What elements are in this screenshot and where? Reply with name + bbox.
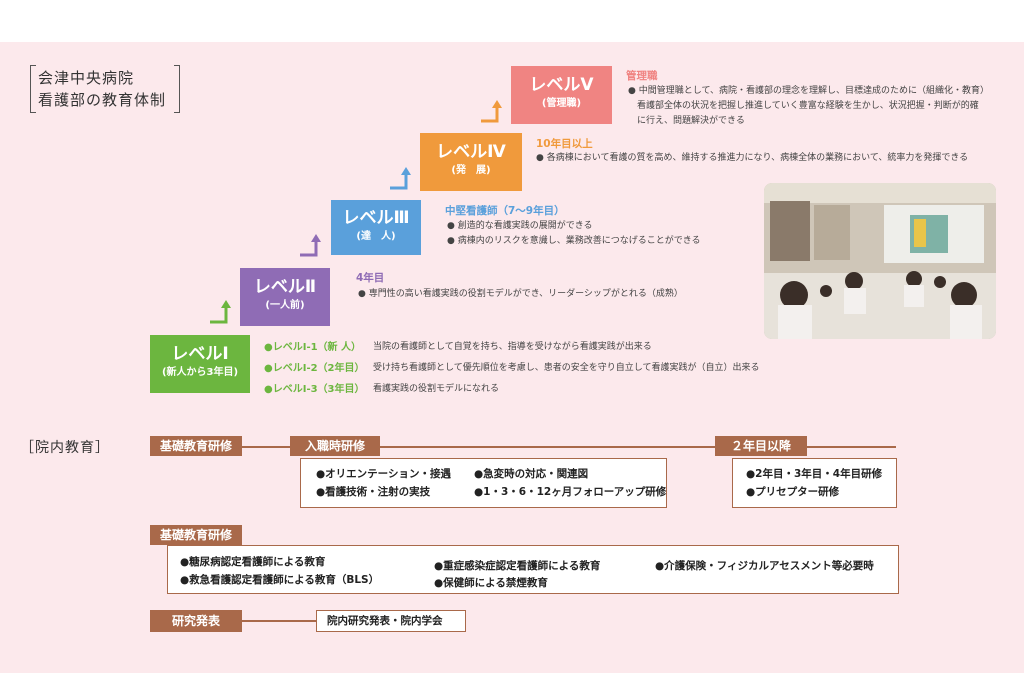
level-5-desc-line-3: に行え、問題解決ができる [637,116,745,126]
timeline-line-right [806,446,896,448]
level-4-description: ● 各病棟において看護の質を高め、維持する推進力になり、病棟全体の業務において、… [536,153,969,163]
research-box [316,610,466,632]
research-tag: 研究発表 [150,610,242,632]
basic-training-box [167,545,899,594]
level-2-sub: (一人前) [265,300,305,311]
inhouse-section-label: ［院内教育］ [20,440,110,456]
entry-item-3: ●急変時の対応・関連図 [474,468,589,480]
level-3-desc-line-2: ● 病棟内のリスクを意識し、業務改善につなげることができる [447,236,701,246]
entry-item-2: ●看護技術・注射の実技 [316,486,431,498]
title-bracket [30,65,180,113]
training-photo [764,183,996,339]
level-1-2-desc: 受け持ち看護師として優先順位を考慮し、患者の安全を守り自立して看護実践が（自立）… [373,363,760,373]
level-2-name: レベルⅡ [253,277,317,297]
level-1-3-desc: 看護実践の役割モデルになれる [373,384,500,394]
basic-item-2: ●救急看護認定看護師による教育（BLS） [180,574,380,586]
step-arrow-3 [390,167,411,190]
level-2-box: レベルⅡ (一人前) [240,268,330,326]
research-item: 院内研究発表・院内学会 [327,615,443,627]
basic-item-1: ●糖尿病認定看護師による教育 [180,556,326,568]
level-5-desc-line-1: ● 中間管理職として、病院・看護部の理念を理解し、目標達成のために（組織化・教育… [628,86,989,96]
step-arrow-2 [300,234,321,257]
level-3-sub: (達 人) [356,231,396,242]
entry-item-4: ●1・3・6・12ヶ月フォローアップ研修 [474,486,667,498]
level-3-description: ● 創造的な看護実践の展開ができる ● 病棟内のリスクを意識し、業務改善につなげ… [447,219,757,249]
level-1-name: レベルⅠ [171,344,229,364]
level-4-sub: (発 展) [451,165,491,176]
level-2-description: ● 専門性の高い看護実践の役割モデルができ、リーダーシップがとれる（成熟） [358,289,683,299]
basic-item-5: ●介護保険・フィジカルアセスメント等必要時 [655,560,874,572]
level-1-1-label: ●レベルⅠ-1（新 人） [264,342,362,353]
level-5-desc-line-2: 看護部全体の状況を把握し推進していく豊富な経験を生かし、状況把握・判断が的確 [637,101,979,111]
level-4-heading: 10年目以上 [536,138,593,150]
level-5-sub: (管理職) [541,98,582,109]
basic-training-tag-2: 基礎教育研修 [150,525,242,545]
level-1-1-desc: 当院の看護師として自覚を持ち、指導を受けながら看護実践が出来る [373,342,652,352]
step-arrow-1 [210,300,231,324]
level-3-heading: 中堅看護師（7〜9年目） [445,205,565,217]
level-1-2-label: ●レベルⅠ-2（2年目） [264,363,365,374]
level-1-3-label: ●レベルⅠ-3（3年目） [264,384,365,395]
level-4-name: レベルⅣ [436,142,506,162]
level-1-box: レベルⅠ (新人から3年目) [150,335,250,393]
level-5-description: ● 中間管理職として、病院・看護部の理念を理解し、目標達成のために（組織化・教育… [628,84,1008,129]
year2-training-box [732,458,897,508]
research-line [242,620,316,622]
level-2-heading: 4年目 [356,272,385,284]
level-1-sub: (新人から3年目) [161,367,239,378]
level-5-heading: 管理職 [626,70,658,82]
year2-training-tag: ２年目以降 [715,436,807,456]
training-room-illustration [764,183,996,339]
level-3-desc-line-1: ● 創造的な看護実践の展開ができる [447,221,593,231]
basic-training-tag: 基礎教育研修 [150,436,242,456]
timeline-line [240,446,715,448]
page-title: 会津中央病院 看護部の教育体制 [38,67,166,111]
basic-item-4: ●保健師による禁煙教育 [434,577,548,589]
level-5-name: レベルⅤ [529,75,594,95]
basic-item-3: ●重症感染症認定看護師による教育 [434,560,601,572]
entry-training-box [300,458,667,508]
step-arrow-4 [481,100,502,123]
title-line-2: 看護部の教育体制 [38,91,167,109]
year2-item-1: ●2年目・3年目・4年目研修 [746,468,883,480]
level-5-box: レベルⅤ (管理職) [511,66,612,124]
level-4-box: レベルⅣ (発 展) [420,133,522,191]
level-3-name: レベルⅢ [342,208,410,228]
entry-training-tag: 入職時研修 [290,436,380,456]
year2-item-2: ●プリセプター研修 [746,486,840,498]
entry-item-1: ●オリエンテーション・接遇 [316,468,451,480]
title-line-1: 会津中央病院 [38,69,135,87]
level-3-box: レベルⅢ (達 人) [331,200,421,255]
